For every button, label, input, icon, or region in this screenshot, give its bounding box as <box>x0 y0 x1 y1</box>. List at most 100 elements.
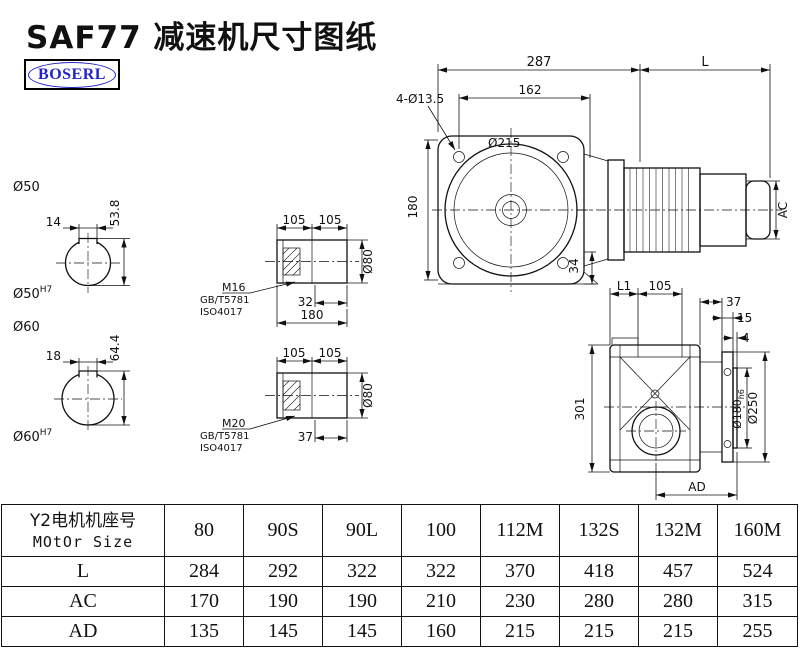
length-L-text: L <box>701 55 709 70</box>
keyway-height-dim: 53.8 <box>88 200 130 286</box>
gearbox-front-view: 287 L 162 4-Ø13.5 Ø215 <box>396 55 790 292</box>
dim-34-text: 34 <box>567 258 581 273</box>
dim-15-text: 15 <box>737 311 752 325</box>
flange-bolt-hole <box>723 368 732 376</box>
value-cell: 190 <box>322 586 402 617</box>
motor-size-header: Y2电机机座号 MOtOr Size <box>1 504 165 557</box>
value-cell: 255 <box>717 616 798 647</box>
keyway-height-text: 64.4 <box>108 335 122 362</box>
width-162-text: 162 <box>519 83 542 97</box>
dimension-table: Y2电机机座号 MOtOr Size 80 90S 90L 100 112M 1… <box>1 504 798 647</box>
value-cell: 322 <box>401 556 481 587</box>
keyway-width-text: 14 <box>46 215 61 229</box>
hole-span-dim: 162 <box>458 83 591 158</box>
overall-width-dims: 287 L <box>437 55 771 178</box>
value-cell: 160 <box>401 616 481 647</box>
standard-iso: ISO4017 <box>200 443 243 454</box>
seg1-text: 105 <box>283 346 306 360</box>
value-cell: 280 <box>638 586 718 617</box>
spigot-dia-text: Ø180h6 <box>731 389 746 429</box>
frame-size-cell: 112M <box>480 504 560 557</box>
keyway-width-dim: 14 <box>46 215 113 239</box>
height-180-text: 180 <box>406 196 420 219</box>
length-dims: 105 105 <box>276 213 348 240</box>
dim-AD-text: AD <box>688 480 705 494</box>
dim-105-text: 105 <box>649 279 672 293</box>
thread-label: M20 <box>222 417 246 430</box>
diameter-text: Ø80 <box>361 249 375 274</box>
value-cell: 215 <box>638 616 718 647</box>
value-cell: 457 <box>638 556 718 587</box>
value-cell: 292 <box>243 556 323 587</box>
value-cell: 135 <box>164 616 244 647</box>
bore-fit-label-50: Ø50H7 <box>13 285 52 302</box>
bolt-hole <box>557 151 569 163</box>
dim-37-text: 37 <box>726 295 741 309</box>
seg2-text: 105 <box>319 346 342 360</box>
length-dims: 105 105 <box>276 346 348 373</box>
rib-center <box>650 389 660 399</box>
bolt-holes-text: 4-Ø13.5 <box>396 92 444 106</box>
motor-dia-AC-dim: AC <box>746 180 790 240</box>
page-title: SAF77 减速机尺寸图纸 <box>26 20 378 56</box>
bolt-hole <box>557 257 569 269</box>
bolt-hole <box>453 151 465 163</box>
motor-size-header-cn: Y2电机机座号 <box>29 511 137 532</box>
keyway-width-text: 18 <box>46 349 61 363</box>
row-label-cell: AD <box>1 616 165 647</box>
dim-37: 37 <box>699 295 741 352</box>
value-cell: 170 <box>164 586 244 617</box>
gearbox-side-view: L1 105 <box>573 279 770 500</box>
seg2-text: 105 <box>319 213 342 227</box>
dim-15: 15 <box>712 311 752 352</box>
standard-gb: GB/T5781 <box>200 295 250 306</box>
table-header-row: Y2电机机座号 MOtOr Size 80 90S 90L 100 112M 1… <box>1 504 798 557</box>
thread-length-text: 37 <box>298 430 313 444</box>
frame-size-cell: 132S <box>559 504 639 557</box>
standard-gb: GB/T5781 <box>200 431 250 442</box>
frame-size-cell: 80 <box>164 504 244 557</box>
dim-4-text: 4 <box>742 331 750 345</box>
total-length-text: 180 <box>301 308 324 322</box>
motor-size-header-en: MOtOr Size <box>32 532 134 551</box>
brand-logo: BOSERL <box>24 59 120 90</box>
diameter-dim: Ø80 <box>347 372 375 419</box>
value-cell: 370 <box>480 556 560 587</box>
table-row-AC: AC 170 190 190 210 230 280 280 315 <box>1 586 798 617</box>
value-cell: 524 <box>717 556 798 587</box>
frame-size-cell: 132M <box>638 504 718 557</box>
row-label-cell: L <box>1 556 165 587</box>
motor <box>578 153 782 267</box>
diameter-text: Ø80 <box>361 383 375 408</box>
value-cell: 145 <box>322 616 402 647</box>
seg1-text: 105 <box>283 213 306 227</box>
bore-label-60: Ø60 <box>13 320 40 335</box>
thread-length-dim: 37 <box>298 420 348 444</box>
dim-L1-text: L1 <box>617 279 631 293</box>
flange-dia-text: Ø250 <box>746 392 760 424</box>
frame-size-cell: 100 <box>401 504 481 557</box>
shaft-section-60: Ø60 18 64.4 Ø60H7 <box>13 320 130 445</box>
value-cell: 322 <box>322 556 402 587</box>
dim-34: 34 <box>567 251 596 285</box>
height-301-dim: 301 <box>573 344 610 473</box>
row-label-cell: AC <box>1 586 165 617</box>
spigot-dia-dim: Ø180h6 <box>731 367 752 449</box>
bore-label-50: Ø50 <box>13 180 40 195</box>
table-row-L: L 284 292 322 322 370 418 457 524 <box>1 556 798 587</box>
flange-dia-text: Ø215 <box>488 136 520 150</box>
width-287-text: 287 <box>527 55 552 70</box>
technical-drawing: Ø50 14 53.8 Ø50H7 Ø60 <box>13 55 790 500</box>
value-cell: 284 <box>164 556 244 587</box>
flange-dia-dim: Ø250 <box>733 351 770 463</box>
top-dims: L1 105 <box>609 279 683 345</box>
table-row-AD: AD 135 145 145 160 215 215 215 255 <box>1 616 798 647</box>
shaft-detail-m20: 105 105 M20 GB/T5781 ISO4017 <box>200 346 375 454</box>
height-180-dim: 180 <box>406 139 438 281</box>
keyway-height-dim: 64.4 <box>88 335 130 426</box>
value-cell: 215 <box>480 616 560 647</box>
frame-size-cell: 160M <box>717 504 798 557</box>
dim-AD: AD <box>655 452 738 500</box>
side-body <box>609 344 701 473</box>
